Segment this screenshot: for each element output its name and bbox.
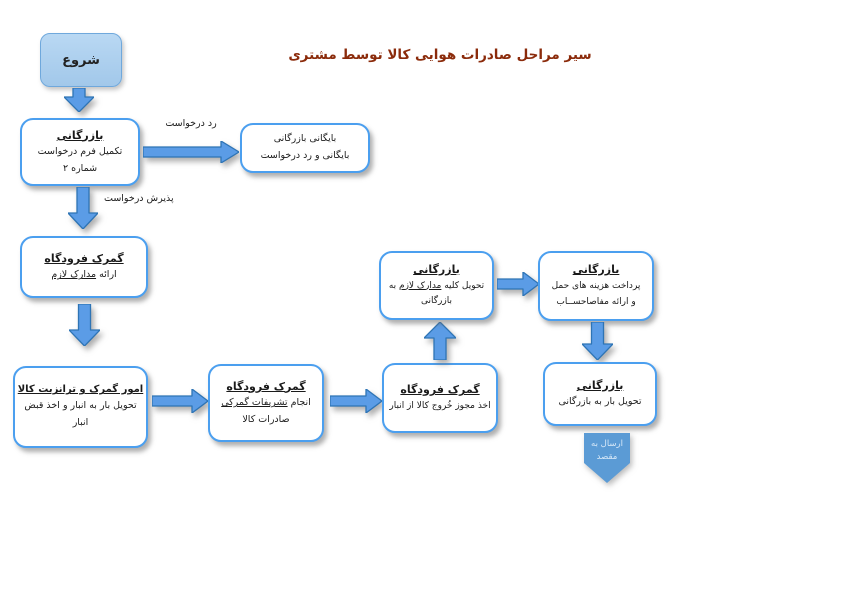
node-title: بازرگانی	[56, 128, 104, 142]
arrow-right-commerce-to-archive	[143, 141, 239, 163]
node-line: اخذ مجوز خُروج کالا از انبار	[389, 400, 491, 411]
node-title: بازرگانی	[572, 263, 620, 277]
node-line: تحویل کلیه مدارک لازم به	[389, 279, 484, 295]
arrow-right-cargo-to-clearance	[152, 389, 208, 413]
text-segment: ارائه	[96, 269, 117, 281]
node-line: بازرگانی	[421, 296, 452, 307]
node-line: شماره ۲	[62, 162, 98, 174]
arrow-down-customs-to-cargo	[69, 304, 100, 346]
node-title: گمرک فرودگاه	[44, 251, 124, 265]
node-line: تکمیل فرم درخواست	[37, 146, 123, 158]
node-line: بایگانی بازرگانی	[273, 133, 337, 145]
node-line: صادرات کالا	[242, 413, 290, 425]
edge-label-reject: رد درخواست	[165, 118, 217, 129]
node-customs-clearance: گمرک فرودگاه انجام تشریفات گمرکی صادرات …	[208, 364, 324, 442]
node-commerce-delivery: بازرگانی تحویل بار به بازرگانی	[543, 362, 657, 426]
text-segment-underlined: مدارک لازم	[51, 269, 97, 281]
node-line: پرداخت هزینه های حمل	[551, 281, 641, 292]
node-line: مقصد	[596, 451, 618, 462]
arrow-down-start-to-commerce	[64, 88, 94, 112]
arrow-down-commerce-to-customs	[68, 187, 98, 229]
node-destination: ارسال به مقصد	[584, 433, 630, 483]
text-segment: تحویل کلیه	[441, 280, 485, 291]
node-archive: بایگانی بازرگانی بایگانی و رد درخواست	[240, 123, 370, 173]
node-title: گمرک فرودگاه	[400, 383, 480, 397]
text-segment-underlined: مدارک لازم	[399, 280, 442, 291]
start-label: شروع	[62, 52, 100, 68]
node-line: ارائه مدارک لازم	[51, 267, 116, 284]
node-title: گمرک فرودگاه	[226, 379, 306, 393]
arrow-right-docs-to-payment	[497, 272, 539, 296]
node-customs-exit: گمرک فرودگاه اخذ مجوز خُروج کالا از انبا…	[382, 363, 498, 433]
page-title: سیر مراحل صادرات هوایی کالا توسط مشتری	[288, 47, 592, 63]
text-segment-underlined: تشریفات گمرکی	[221, 397, 288, 409]
node-start: شروع	[40, 33, 122, 87]
node-line: تحویل بار به انبار و اخذ قبض	[24, 400, 137, 412]
edge-label-accept: پذیرش درخواست	[104, 193, 174, 204]
node-line: بایگانی و رد درخواست	[260, 150, 350, 161]
node-line: انجام تشریفات گمرکی	[221, 395, 311, 412]
node-title: امور گمرک و ترانزیت کالا	[17, 384, 144, 396]
node-title: بازرگانی	[413, 262, 460, 276]
node-customs-docs: گمرک فرودگاه ارائه مدارک لازم	[20, 236, 148, 298]
text-segment: انجام	[287, 397, 311, 409]
node-line: انبار	[72, 417, 89, 428]
node-line: و ارائه مفاصاحســاب	[556, 296, 636, 307]
arrow-down-payment-to-delivery	[582, 322, 613, 360]
node-cargo-transit: امور گمرک و ترانزیت کالا تحویل بار به ان…	[13, 366, 148, 448]
node-title: بازرگانی	[576, 378, 624, 392]
destination-shape: ارسال به مقصد	[584, 433, 630, 483]
text-segment: به	[388, 280, 400, 291]
node-commerce-docs: بازرگانی تحویل کلیه مدارک لازم به بازرگا…	[379, 251, 494, 320]
node-commerce-request: بازرگانی تکمیل فرم درخواست شماره ۲	[20, 118, 140, 186]
node-line: تحویل بار به بازرگانی	[558, 396, 642, 408]
arrow-right-clearance-to-exit	[330, 389, 382, 413]
node-commerce-payment: بازرگانی پرداخت هزینه های حمل و ارائه مف…	[538, 251, 654, 321]
arrow-up-exit-to-commerce-docs	[424, 322, 456, 360]
node-line: ارسال به	[591, 439, 623, 449]
